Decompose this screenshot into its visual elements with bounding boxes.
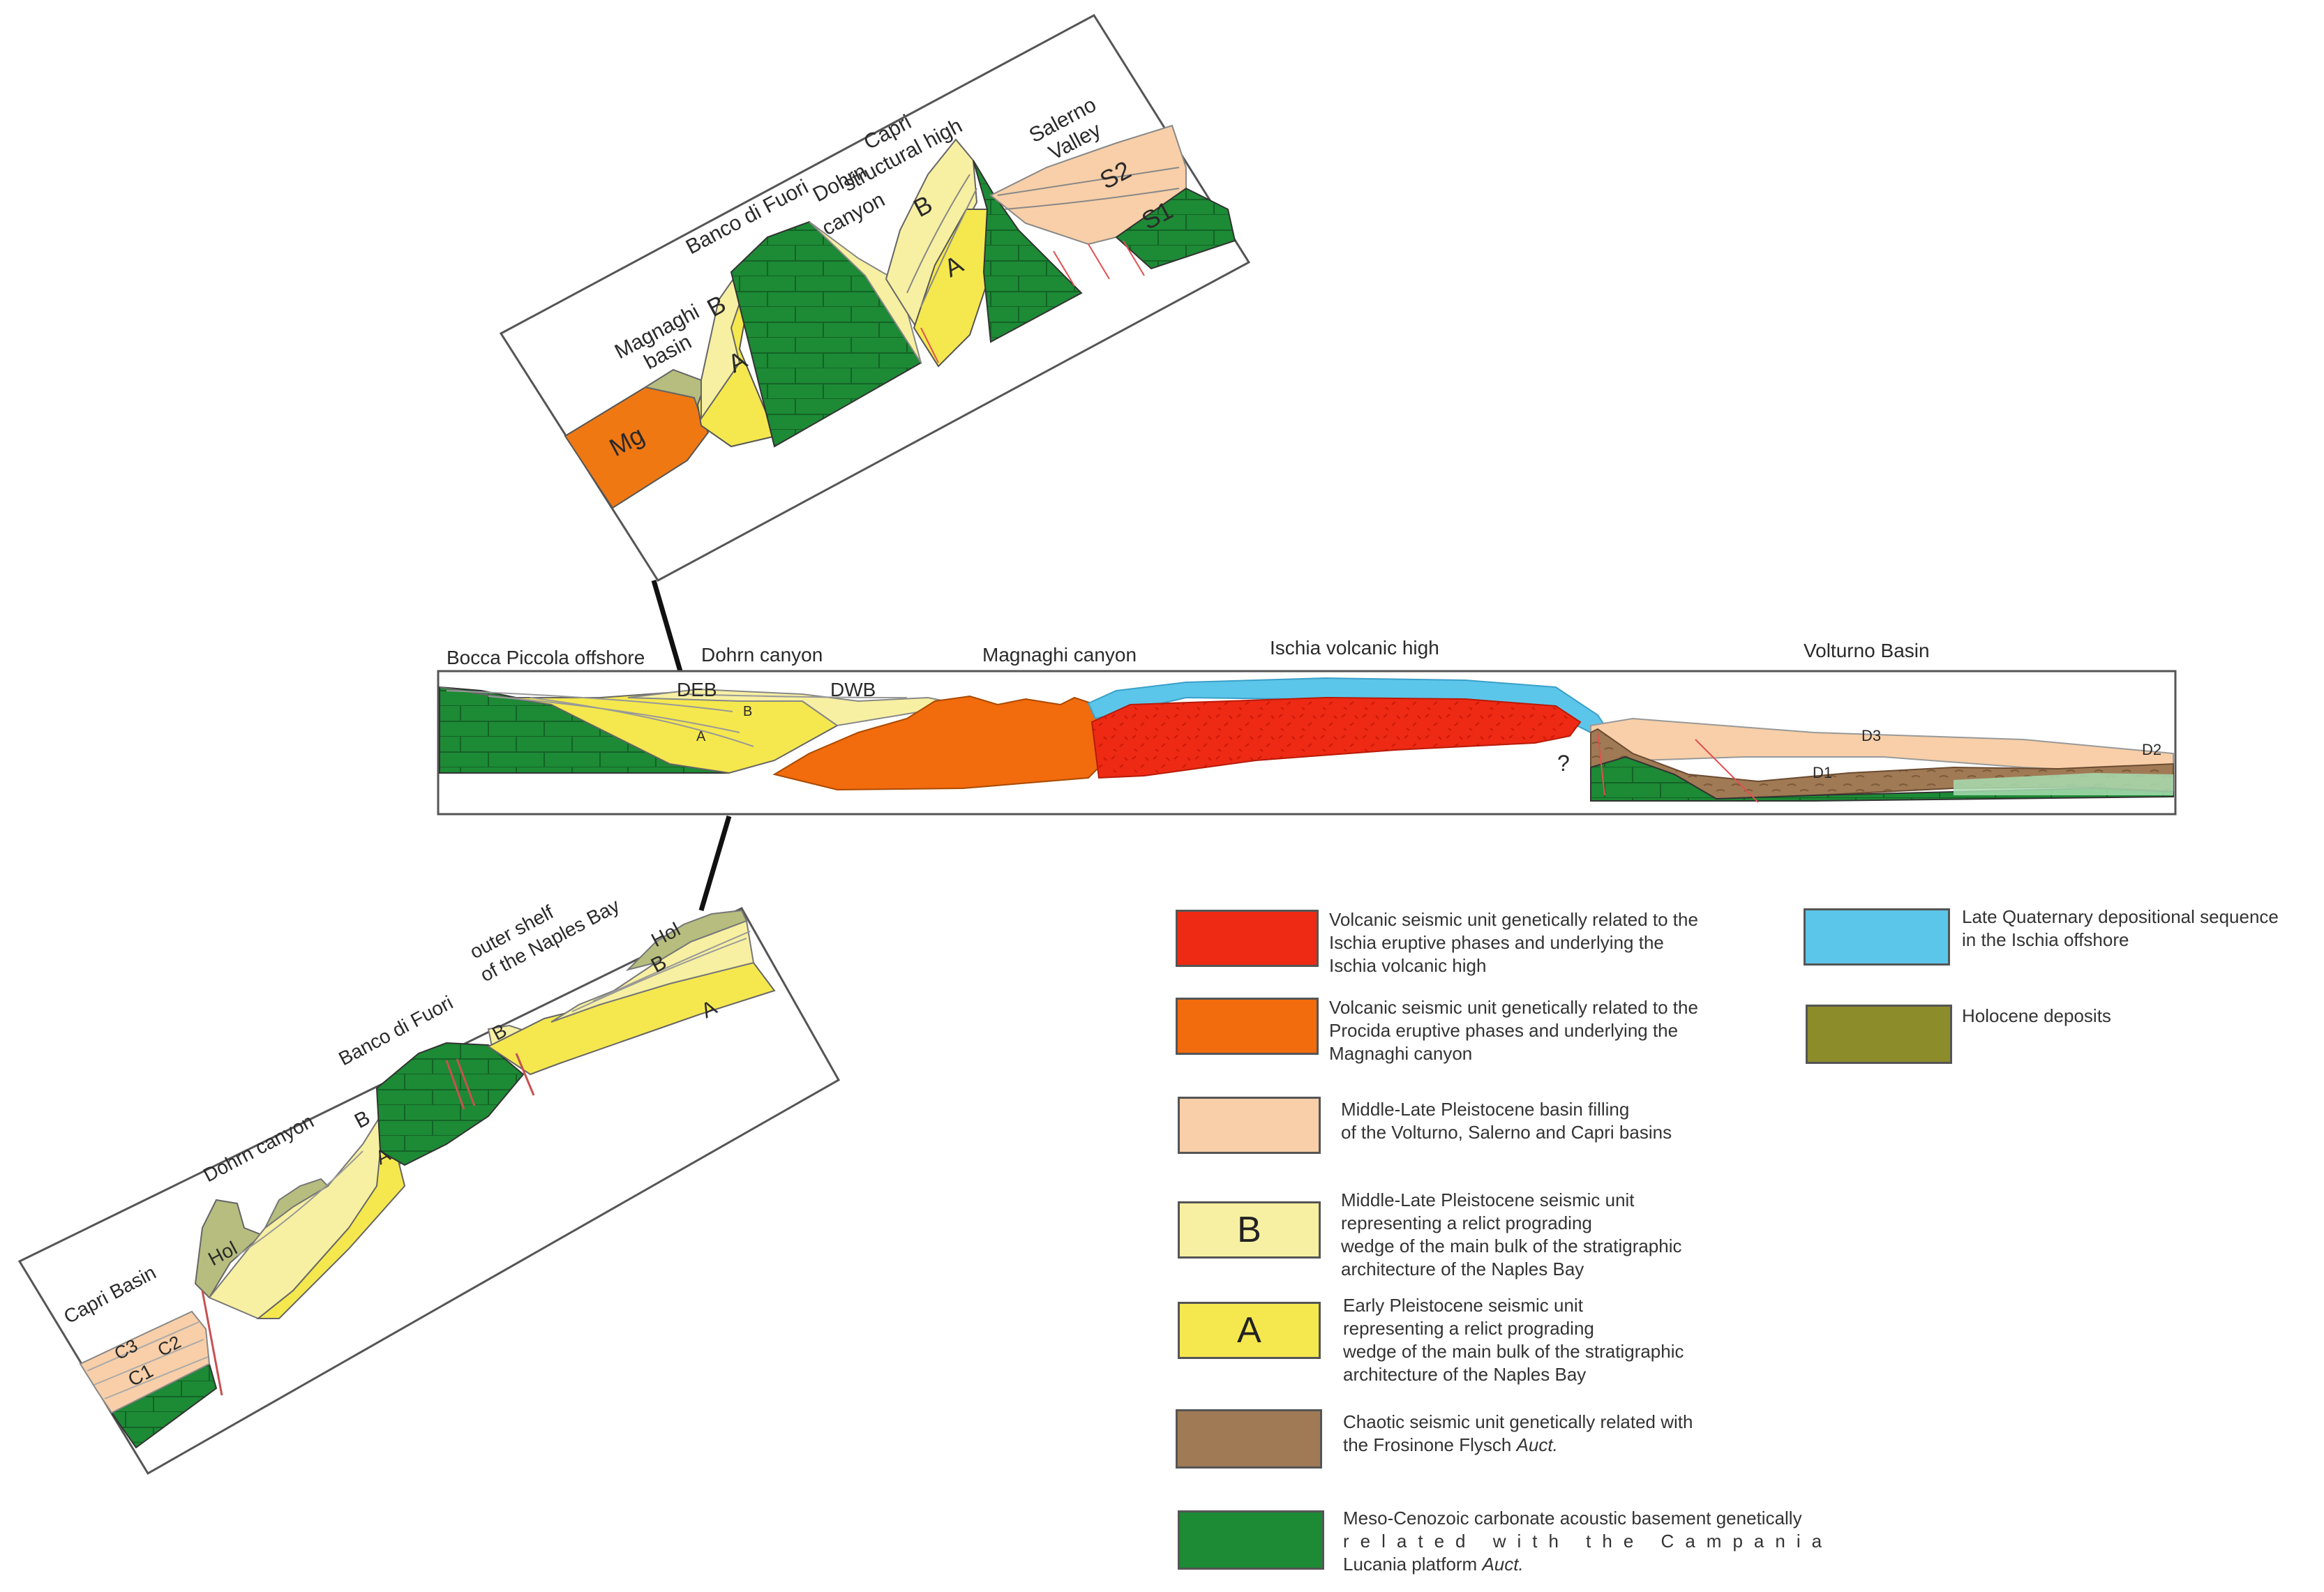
mid-label-d3: D3 [1861,727,1881,744]
mid-label-ischia: Ischia volcanic high [1270,637,1439,659]
mid-label-deb: DEB [677,679,717,700]
top-cross-section: Capri structural high Salerno Valley Doh… [499,14,1251,582]
mid-label-d2: D2 [2142,741,2161,758]
bottom-basin-fill [79,1310,211,1414]
mid-late-quaternary [1087,677,1606,734]
mid-volcanic-procida [772,695,1100,791]
top-carbonate-far-right [1115,187,1236,270]
mid-label-b: B [743,704,752,719]
mid-label-question: ? [1557,751,1570,776]
connector-top [651,580,683,672]
bottom-cross-section: outer shelf of the Naples Bay Banco di F… [17,894,841,1475]
middle-cross-section: Bocca Piccola offshore Dohrn canyon Magn… [437,637,2177,816]
mid-label-magnaghi: Magnaghi canyon [982,644,1137,666]
mid-label-bocca: Bocca Piccola offshore [447,647,645,668]
mid-label-dwb: DWB [830,679,876,700]
mid-label-d1: D1 [1813,764,1832,781]
bottom-holocene-shelf [625,909,748,971]
bottom-holocene-dohrn [264,1178,329,1229]
bottom-carbonate-banco [375,1042,525,1166]
mid-label-a: A [696,729,706,744]
mid-label-dohrn: Dohrn canyon [701,644,823,666]
mid-carbonate-fade [1954,773,2173,795]
mid-volcanic-ischia [1090,696,1582,779]
top-carbonate-right [973,160,1083,343]
bottom-holocene-left [194,1199,263,1299]
mid-label-volturno: Volturno Basin [1804,640,1930,661]
connector-bottom [698,816,732,911]
